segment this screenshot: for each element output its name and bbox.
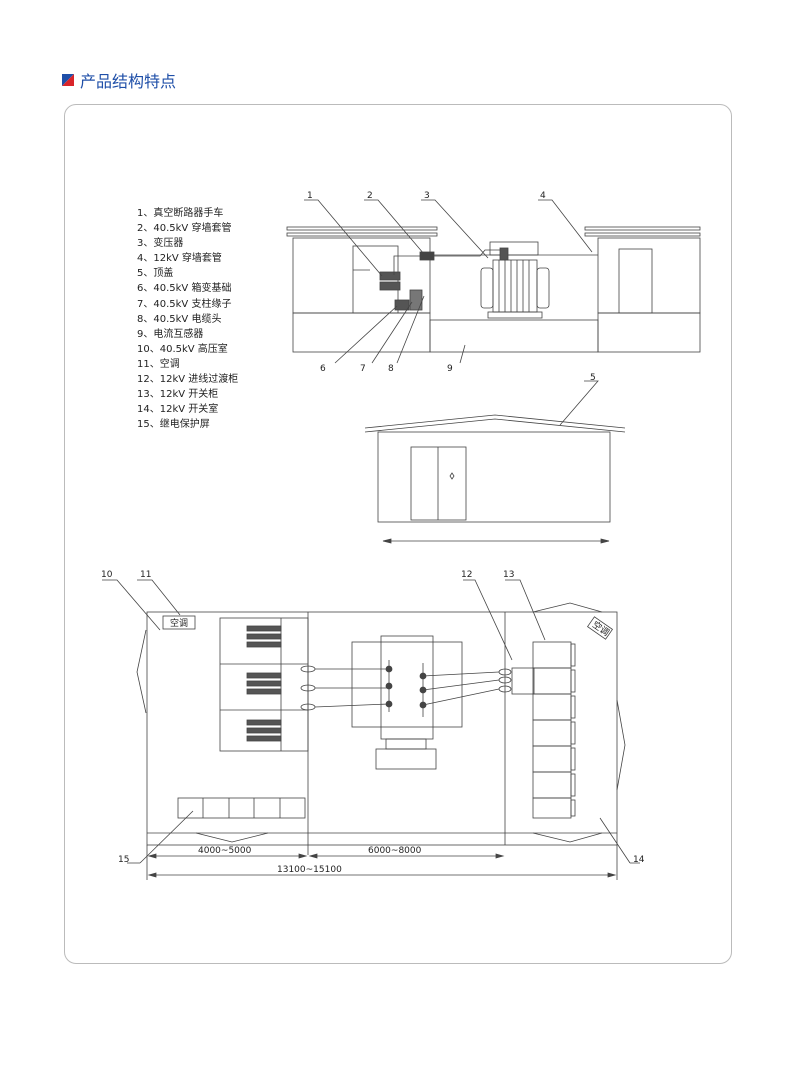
- section-title: 产品结构特点: [80, 72, 177, 91]
- callout-6: 6: [320, 364, 326, 374]
- callout-5: 5: [590, 373, 596, 383]
- legend-item: 13、12kV 开关柜: [137, 389, 219, 401]
- callout-1: 1: [307, 191, 313, 201]
- transformer: [480, 241, 550, 319]
- legend-item: 12、12kV 进线过渡柜: [137, 374, 239, 386]
- legend-item: 9、电流互感器: [137, 328, 204, 340]
- legend-item: 10、40.5kV 高压室: [137, 343, 228, 355]
- legend-item: 4、12kV 穿墙套管: [137, 253, 222, 265]
- legend-item: 1、真空断路器手车: [137, 208, 224, 219]
- dimension-middle: 6000~8000: [368, 846, 422, 856]
- dimension-total: 13100~15100: [277, 865, 342, 875]
- legend-item: 2、40.5kV 穿墙套管: [137, 223, 232, 235]
- section-marker-icon: [62, 74, 74, 86]
- legend-item: 3、变压器: [137, 238, 184, 250]
- switchgear-12kv: [532, 641, 576, 819]
- plan-view: 空调 空调 10 11 12: [101, 570, 645, 880]
- callout-8: 8: [388, 364, 394, 374]
- legend-item: 8、40.5kV 电缆头: [137, 313, 222, 325]
- legend-list: 1、真空断路器手车 2、40.5kV 穿墙套管 3、变压器 4、12kV 穿墙套…: [137, 206, 238, 432]
- callout-9: 9: [447, 364, 453, 374]
- side-elevation: 1 2 3 4 6 7 8 9: [286, 191, 701, 374]
- diagram-panel: [64, 104, 732, 964]
- legend-item: 6、40.5kV 箱变基础: [137, 283, 232, 295]
- front-elevation: 5: [364, 373, 626, 544]
- legend-item: 5、顶盖: [137, 268, 174, 280]
- callout-13: 13: [503, 570, 514, 580]
- callout-4: 4: [540, 191, 546, 201]
- legend-item: 15、继电保护屏: [137, 419, 210, 431]
- bushing-40kv: [419, 251, 435, 261]
- callout-3: 3: [424, 191, 430, 201]
- dimension-left: 4000~5000: [198, 846, 252, 856]
- callout-14: 14: [633, 855, 645, 865]
- legend-item: 7、40.5kV 支柱缘子: [137, 298, 232, 310]
- callout-15: 15: [118, 855, 129, 865]
- legend-item: 11、空调: [137, 358, 180, 370]
- callout-7: 7: [360, 364, 366, 374]
- section-header: 产品结构特点: [62, 68, 176, 92]
- legend-item: 14、12kV 开关室: [137, 404, 219, 416]
- ac-label-left: 空调: [170, 617, 188, 629]
- callout-12: 12: [461, 570, 472, 580]
- callout-10: 10: [101, 570, 113, 580]
- callout-2: 2: [367, 191, 373, 201]
- callout-11: 11: [140, 570, 151, 580]
